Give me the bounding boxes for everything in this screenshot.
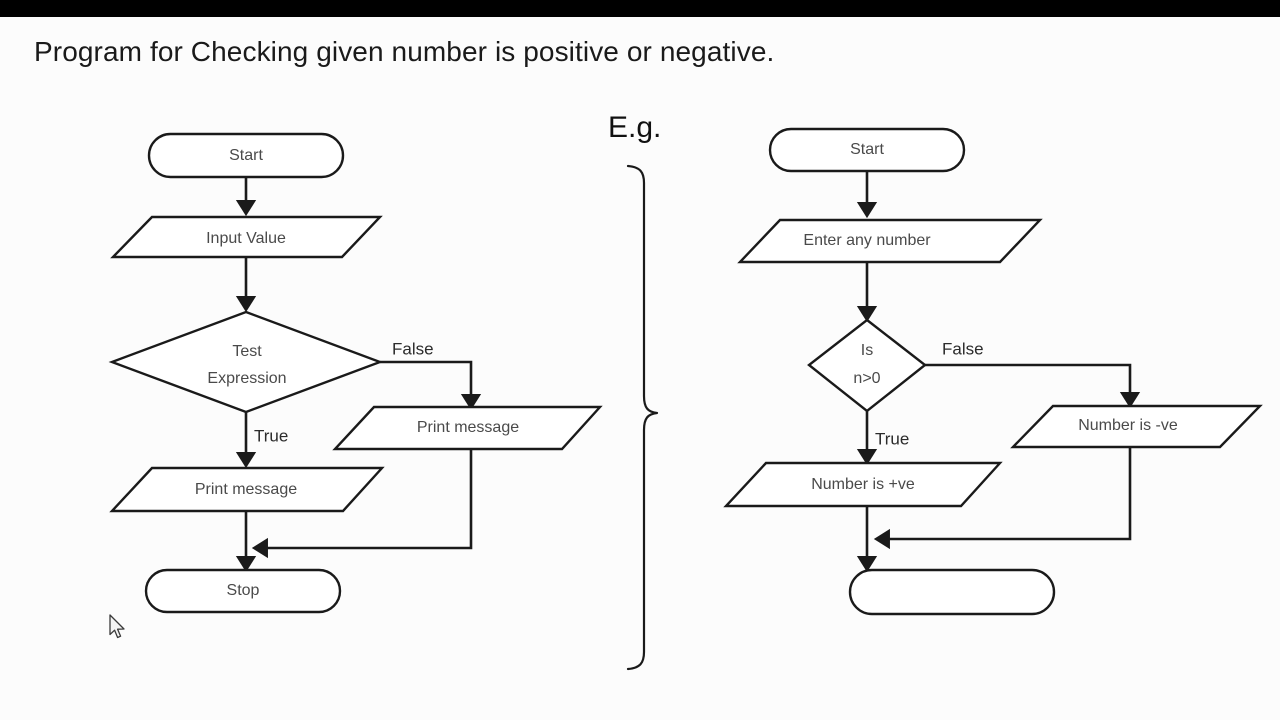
example-flowchart: Start Enter any number Is n>0 Number is … — [723, 127, 1263, 616]
node-test-expression-label-line2: Expression — [207, 370, 286, 387]
node-number-is-negative[interactable]: Number is -ve — [1010, 404, 1263, 449]
edge-label-true-example: True — [875, 429, 909, 448]
node-start-label: Start — [229, 147, 263, 164]
generic-flowchart: Start Input Value Test Expression Print … — [108, 132, 603, 614]
node-input-value[interactable]: Input Value — [110, 215, 383, 259]
node-stop[interactable] — [848, 568, 1056, 616]
edge-negative-to-stop — [873, 447, 1132, 550]
node-print-message-true[interactable]: Print message — [109, 466, 385, 513]
edge-label-false-example: False — [942, 339, 984, 358]
node-enter-number-label: Enter any number — [803, 232, 931, 249]
edge-label-true-generic: True — [254, 426, 288, 445]
node-print-message-false-label: Print message — [417, 419, 519, 436]
node-stop-label: Stop — [227, 582, 260, 599]
edge-label-false-generic: False — [392, 339, 434, 358]
example-label: E.g. — [608, 111, 662, 144]
curly-brace-icon — [626, 164, 659, 671]
node-decision-label-line2: n>0 — [853, 370, 880, 387]
node-number-is-positive[interactable]: Number is +ve — [723, 461, 1003, 508]
letterbox-top-bar — [0, 0, 1280, 17]
node-input-value-label: Input Value — [206, 230, 286, 247]
edge-test-false-to-print — [380, 360, 482, 411]
node-test-expression[interactable]: Test Expression — [108, 310, 384, 414]
edge-print-false-to-stop — [251, 450, 473, 559]
node-number-is-positive-label: Number is +ve — [811, 476, 915, 493]
node-start[interactable]: Start — [768, 127, 966, 173]
node-print-message-true-label: Print message — [195, 481, 297, 498]
node-start[interactable]: Start — [147, 132, 345, 179]
node-enter-number[interactable]: Enter any number — [737, 218, 1043, 264]
node-decision-label-line1: Is — [861, 342, 873, 359]
node-test-expression-label-line1: Test — [232, 343, 262, 360]
node-stop[interactable]: Stop — [144, 568, 342, 614]
edge-decision-false-to-negative — [925, 363, 1141, 409]
node-print-message-false[interactable]: Print message — [332, 405, 603, 451]
node-decision-is-n-positive[interactable]: Is n>0 — [807, 318, 927, 413]
node-start-label: Start — [850, 141, 884, 158]
page-title: Program for Checking given number is pos… — [34, 36, 775, 67]
example-brace — [626, 164, 659, 671]
node-number-is-negative-label: Number is -ve — [1078, 417, 1178, 434]
